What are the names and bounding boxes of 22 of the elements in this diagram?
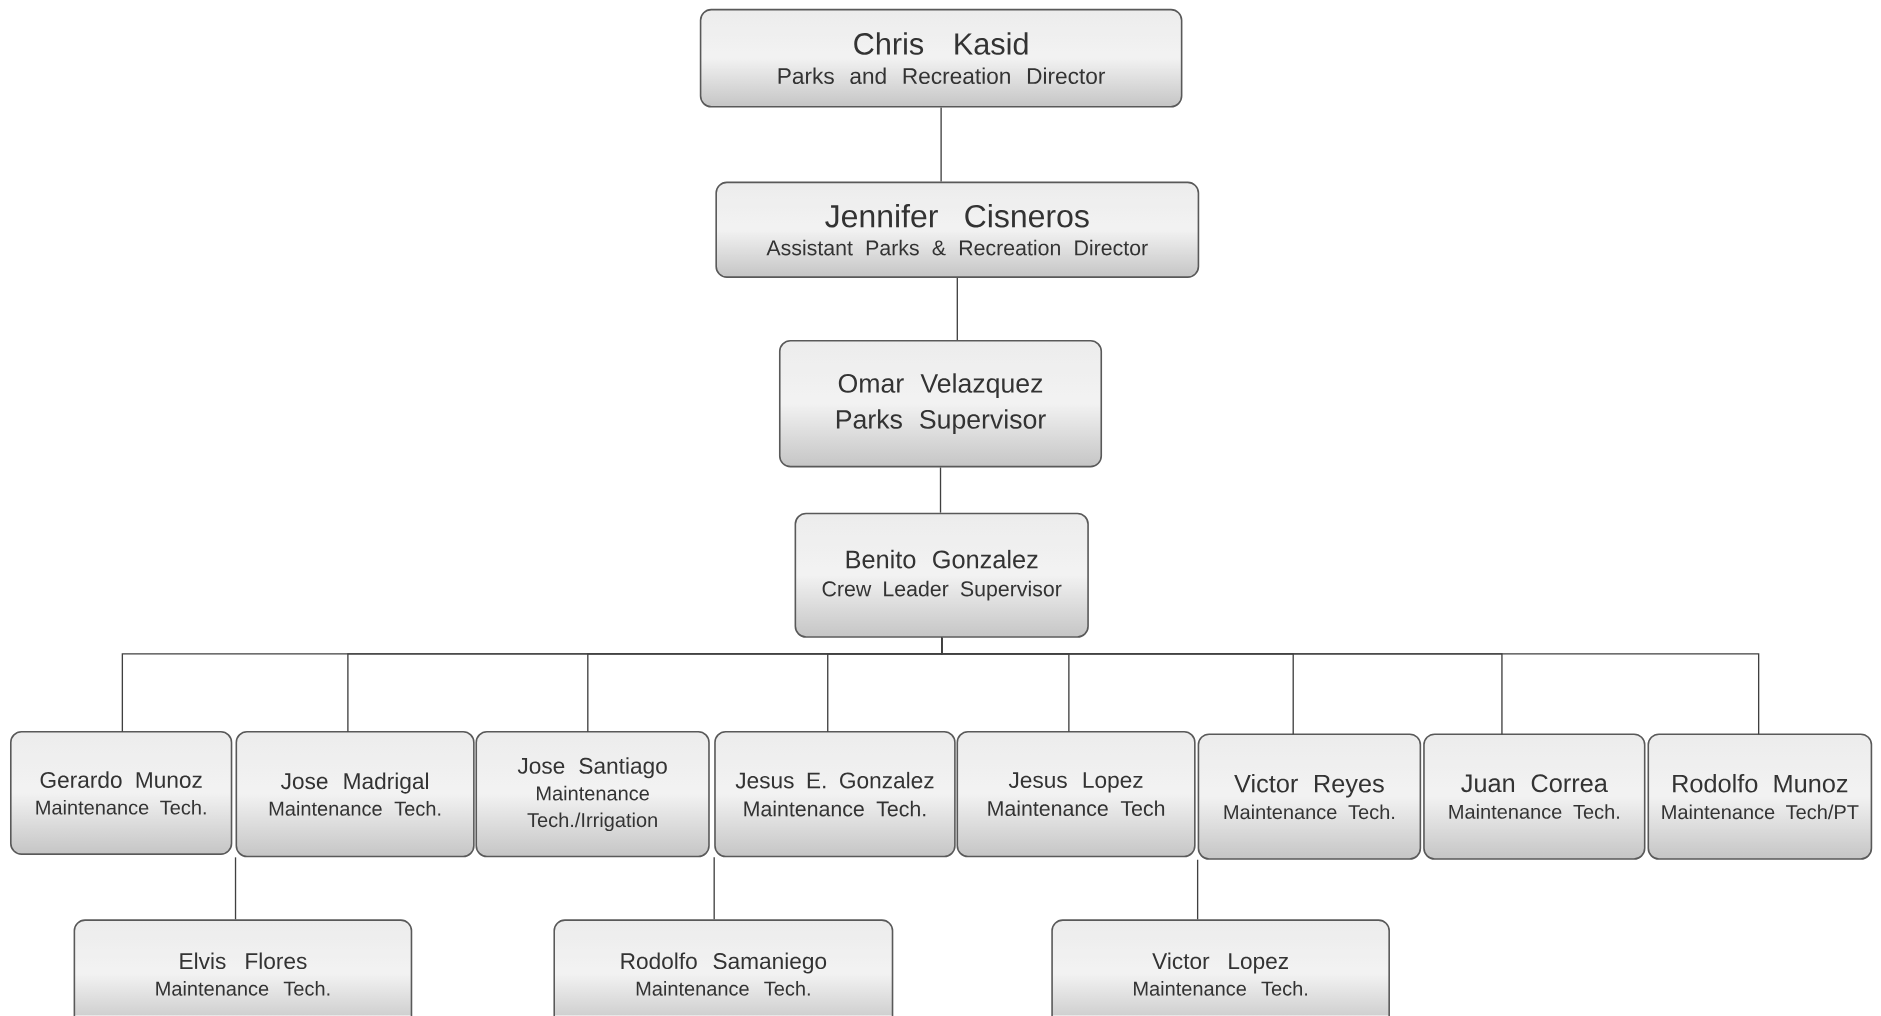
connector-line xyxy=(234,856,237,920)
org-box: Rodolfo Samaniego Maintenance Tech. xyxy=(553,919,894,1016)
connector-line xyxy=(940,106,942,183)
connector-line xyxy=(1196,859,1199,920)
org-box: Victor Reyes Maintenance Tech. xyxy=(1197,733,1422,860)
org-box: Benito Gonzalez Crew Leader Supervisor xyxy=(794,512,1089,638)
org-box: Rodolfo Munoz Maintenance Tech/PT xyxy=(1647,733,1873,860)
org-box: Victor Lopez Maintenance Tech. xyxy=(1051,919,1390,1016)
org-box: Chris Kasid Parks and Recreation Director xyxy=(699,8,1183,108)
org-box: Elvis Flores Maintenance Tech. xyxy=(73,919,413,1016)
connector-line xyxy=(956,277,958,341)
org-box: Jennifer Cisneros Assistant Parks & Recreation Director xyxy=(715,181,1200,278)
connector-line xyxy=(941,637,1760,735)
org-box: Omar Velazquez Parks Supervisor xyxy=(778,339,1103,468)
org-box: Jose Madrigal Maintenance Tech. xyxy=(235,730,475,858)
org-box: Jose Santiago Maintenance Tech./Irrigation xyxy=(475,730,710,858)
org-box: Juan Correa Maintenance Tech. xyxy=(1423,733,1646,860)
org-box: Jesus E. Gonzalez Maintenance Tech. xyxy=(714,730,956,858)
org-box: Jesus Lopez Maintenance Tech xyxy=(956,730,1196,858)
org-box: Gerardo Munoz Maintenance Tech. xyxy=(10,730,233,855)
connector-line xyxy=(939,466,942,514)
connector-line xyxy=(713,856,715,920)
